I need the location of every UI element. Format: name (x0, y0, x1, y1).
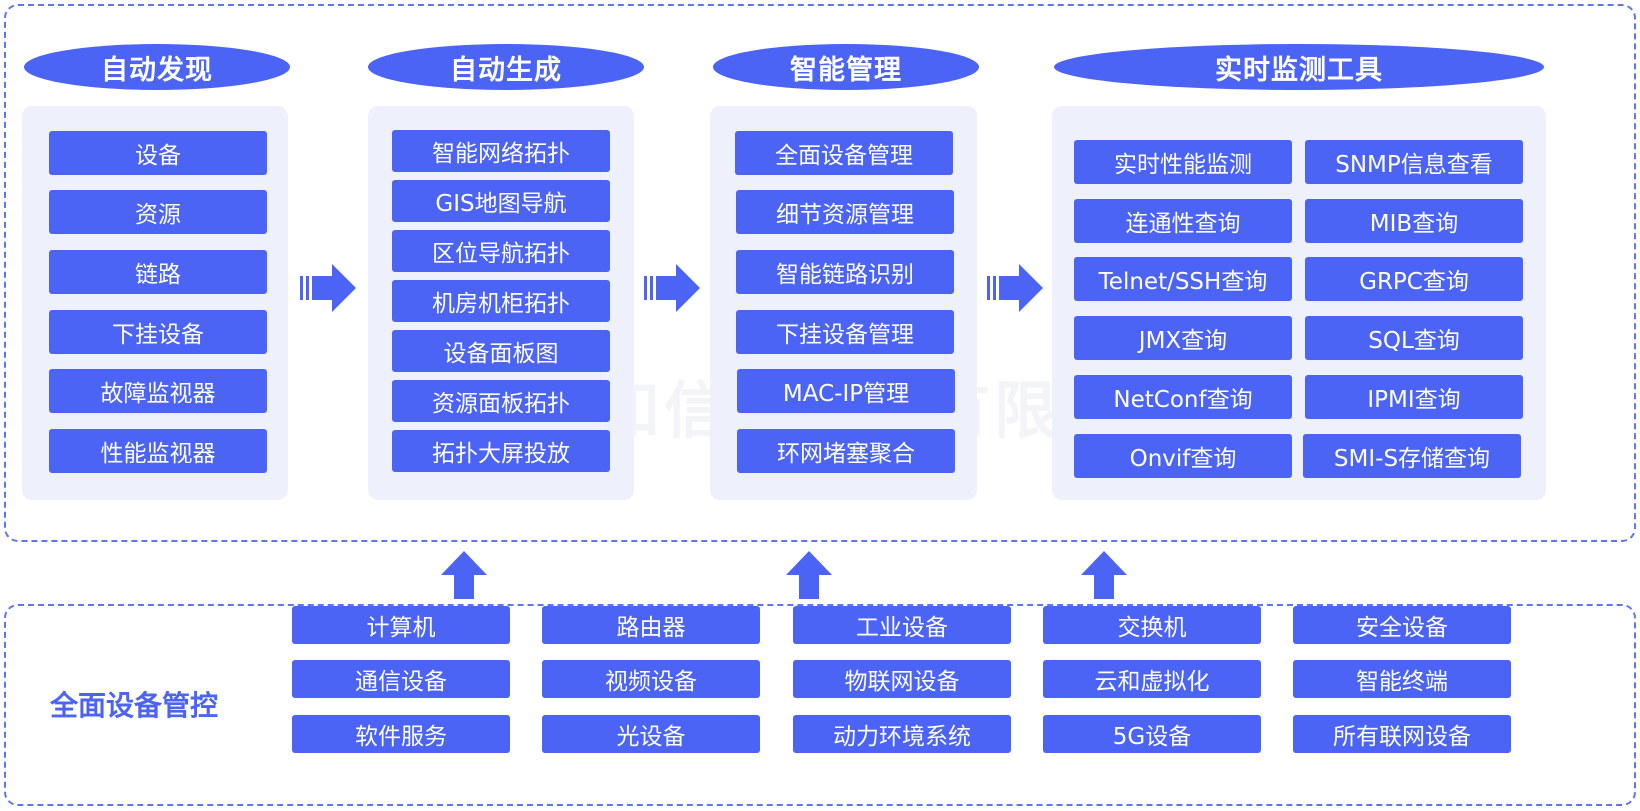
item-device[interactable]: 设备 (49, 131, 267, 175)
device-optical[interactable]: 光设备 (542, 715, 760, 753)
device-management-frame (4, 604, 1636, 806)
item-link[interactable]: 链路 (49, 250, 267, 294)
arrow-right-icon (300, 264, 356, 312)
capabilities-frame (4, 4, 1636, 542)
column-title-smart-management: 智能管理 (713, 44, 979, 90)
arrow-right-icon (644, 264, 700, 312)
item-fault-monitor[interactable]: 故障监视器 (49, 369, 267, 413)
device-computer[interactable]: 计算机 (292, 606, 510, 644)
item-detail-resource-management[interactable]: 细节资源管理 (736, 190, 954, 234)
device-5g[interactable]: 5G设备 (1043, 715, 1261, 753)
arrow-up-icon (786, 551, 832, 599)
item-device-panel-diagram[interactable]: 设备面板图 (392, 330, 610, 372)
item-smart-network-topology[interactable]: 智能网络拓扑 (392, 130, 610, 172)
item-attached-device-management[interactable]: 下挂设备管理 (736, 310, 954, 354)
item-mib-query[interactable]: MIB查询 (1305, 199, 1523, 243)
column-title-realtime-tools: 实时监测工具 (1054, 44, 1544, 90)
item-topology-big-screen[interactable]: 拓扑大屏投放 (392, 430, 610, 472)
device-switch[interactable]: 交换机 (1043, 606, 1261, 644)
item-sql-query[interactable]: SQL查询 (1305, 316, 1523, 360)
item-netconf-query[interactable]: NetConf查询 (1074, 375, 1292, 419)
device-all-networked[interactable]: 所有联网设备 (1293, 715, 1511, 753)
item-full-device-management[interactable]: 全面设备管理 (735, 131, 953, 175)
item-performance-monitor[interactable]: 性能监视器 (49, 429, 267, 473)
device-cloud-virtualization[interactable]: 云和虚拟化 (1043, 660, 1261, 698)
arrow-right-icon (987, 264, 1043, 312)
item-rack-topology[interactable]: 机房机柜拓扑 (392, 280, 610, 322)
arrow-up-icon (1081, 551, 1127, 599)
item-mac-ip-management[interactable]: MAC-IP管理 (737, 369, 955, 413)
item-onvif-query[interactable]: Onvif查询 (1074, 434, 1292, 478)
item-grpc-query[interactable]: GRPC查询 (1305, 257, 1523, 301)
device-router[interactable]: 路由器 (542, 606, 760, 644)
item-connectivity-query[interactable]: 连通性查询 (1074, 199, 1292, 243)
device-industrial[interactable]: 工业设备 (793, 606, 1011, 644)
device-video[interactable]: 视频设备 (542, 660, 760, 698)
device-iot[interactable]: 物联网设备 (793, 660, 1011, 698)
item-smi-s-storage-query[interactable]: SMI-S存储查询 (1303, 434, 1521, 478)
item-realtime-performance[interactable]: 实时性能监测 (1074, 140, 1292, 184)
column-title-auto-discovery: 自动发现 (24, 44, 290, 90)
device-communication[interactable]: 通信设备 (292, 660, 510, 698)
item-area-navigation-topology[interactable]: 区位导航拓扑 (392, 230, 610, 272)
item-gis-map-navigation[interactable]: GIS地图导航 (392, 180, 610, 222)
device-software-service[interactable]: 软件服务 (292, 715, 510, 753)
item-jmx-query[interactable]: JMX查询 (1074, 316, 1292, 360)
device-management-title: 全面设备管控 (50, 689, 219, 722)
item-resource-panel-topology[interactable]: 资源面板拓扑 (392, 380, 610, 422)
device-smart-terminal[interactable]: 智能终端 (1293, 660, 1511, 698)
device-power-environment[interactable]: 动力环境系统 (793, 715, 1011, 753)
arrow-up-icon (441, 551, 487, 599)
column-title-auto-generation: 自动生成 (368, 44, 644, 90)
item-snmp-info[interactable]: SNMP信息查看 (1305, 140, 1523, 184)
item-ipmi-query[interactable]: IPMI查询 (1305, 375, 1523, 419)
item-ring-congestion-aggregation[interactable]: 环网堵塞聚合 (737, 429, 955, 473)
item-resource[interactable]: 资源 (49, 190, 267, 234)
device-security[interactable]: 安全设备 (1293, 606, 1511, 644)
item-attached-device[interactable]: 下挂设备 (49, 310, 267, 354)
item-telnet-ssh-query[interactable]: Telnet/SSH查询 (1074, 257, 1292, 301)
item-smart-link-recognition[interactable]: 智能链路识别 (736, 250, 954, 294)
